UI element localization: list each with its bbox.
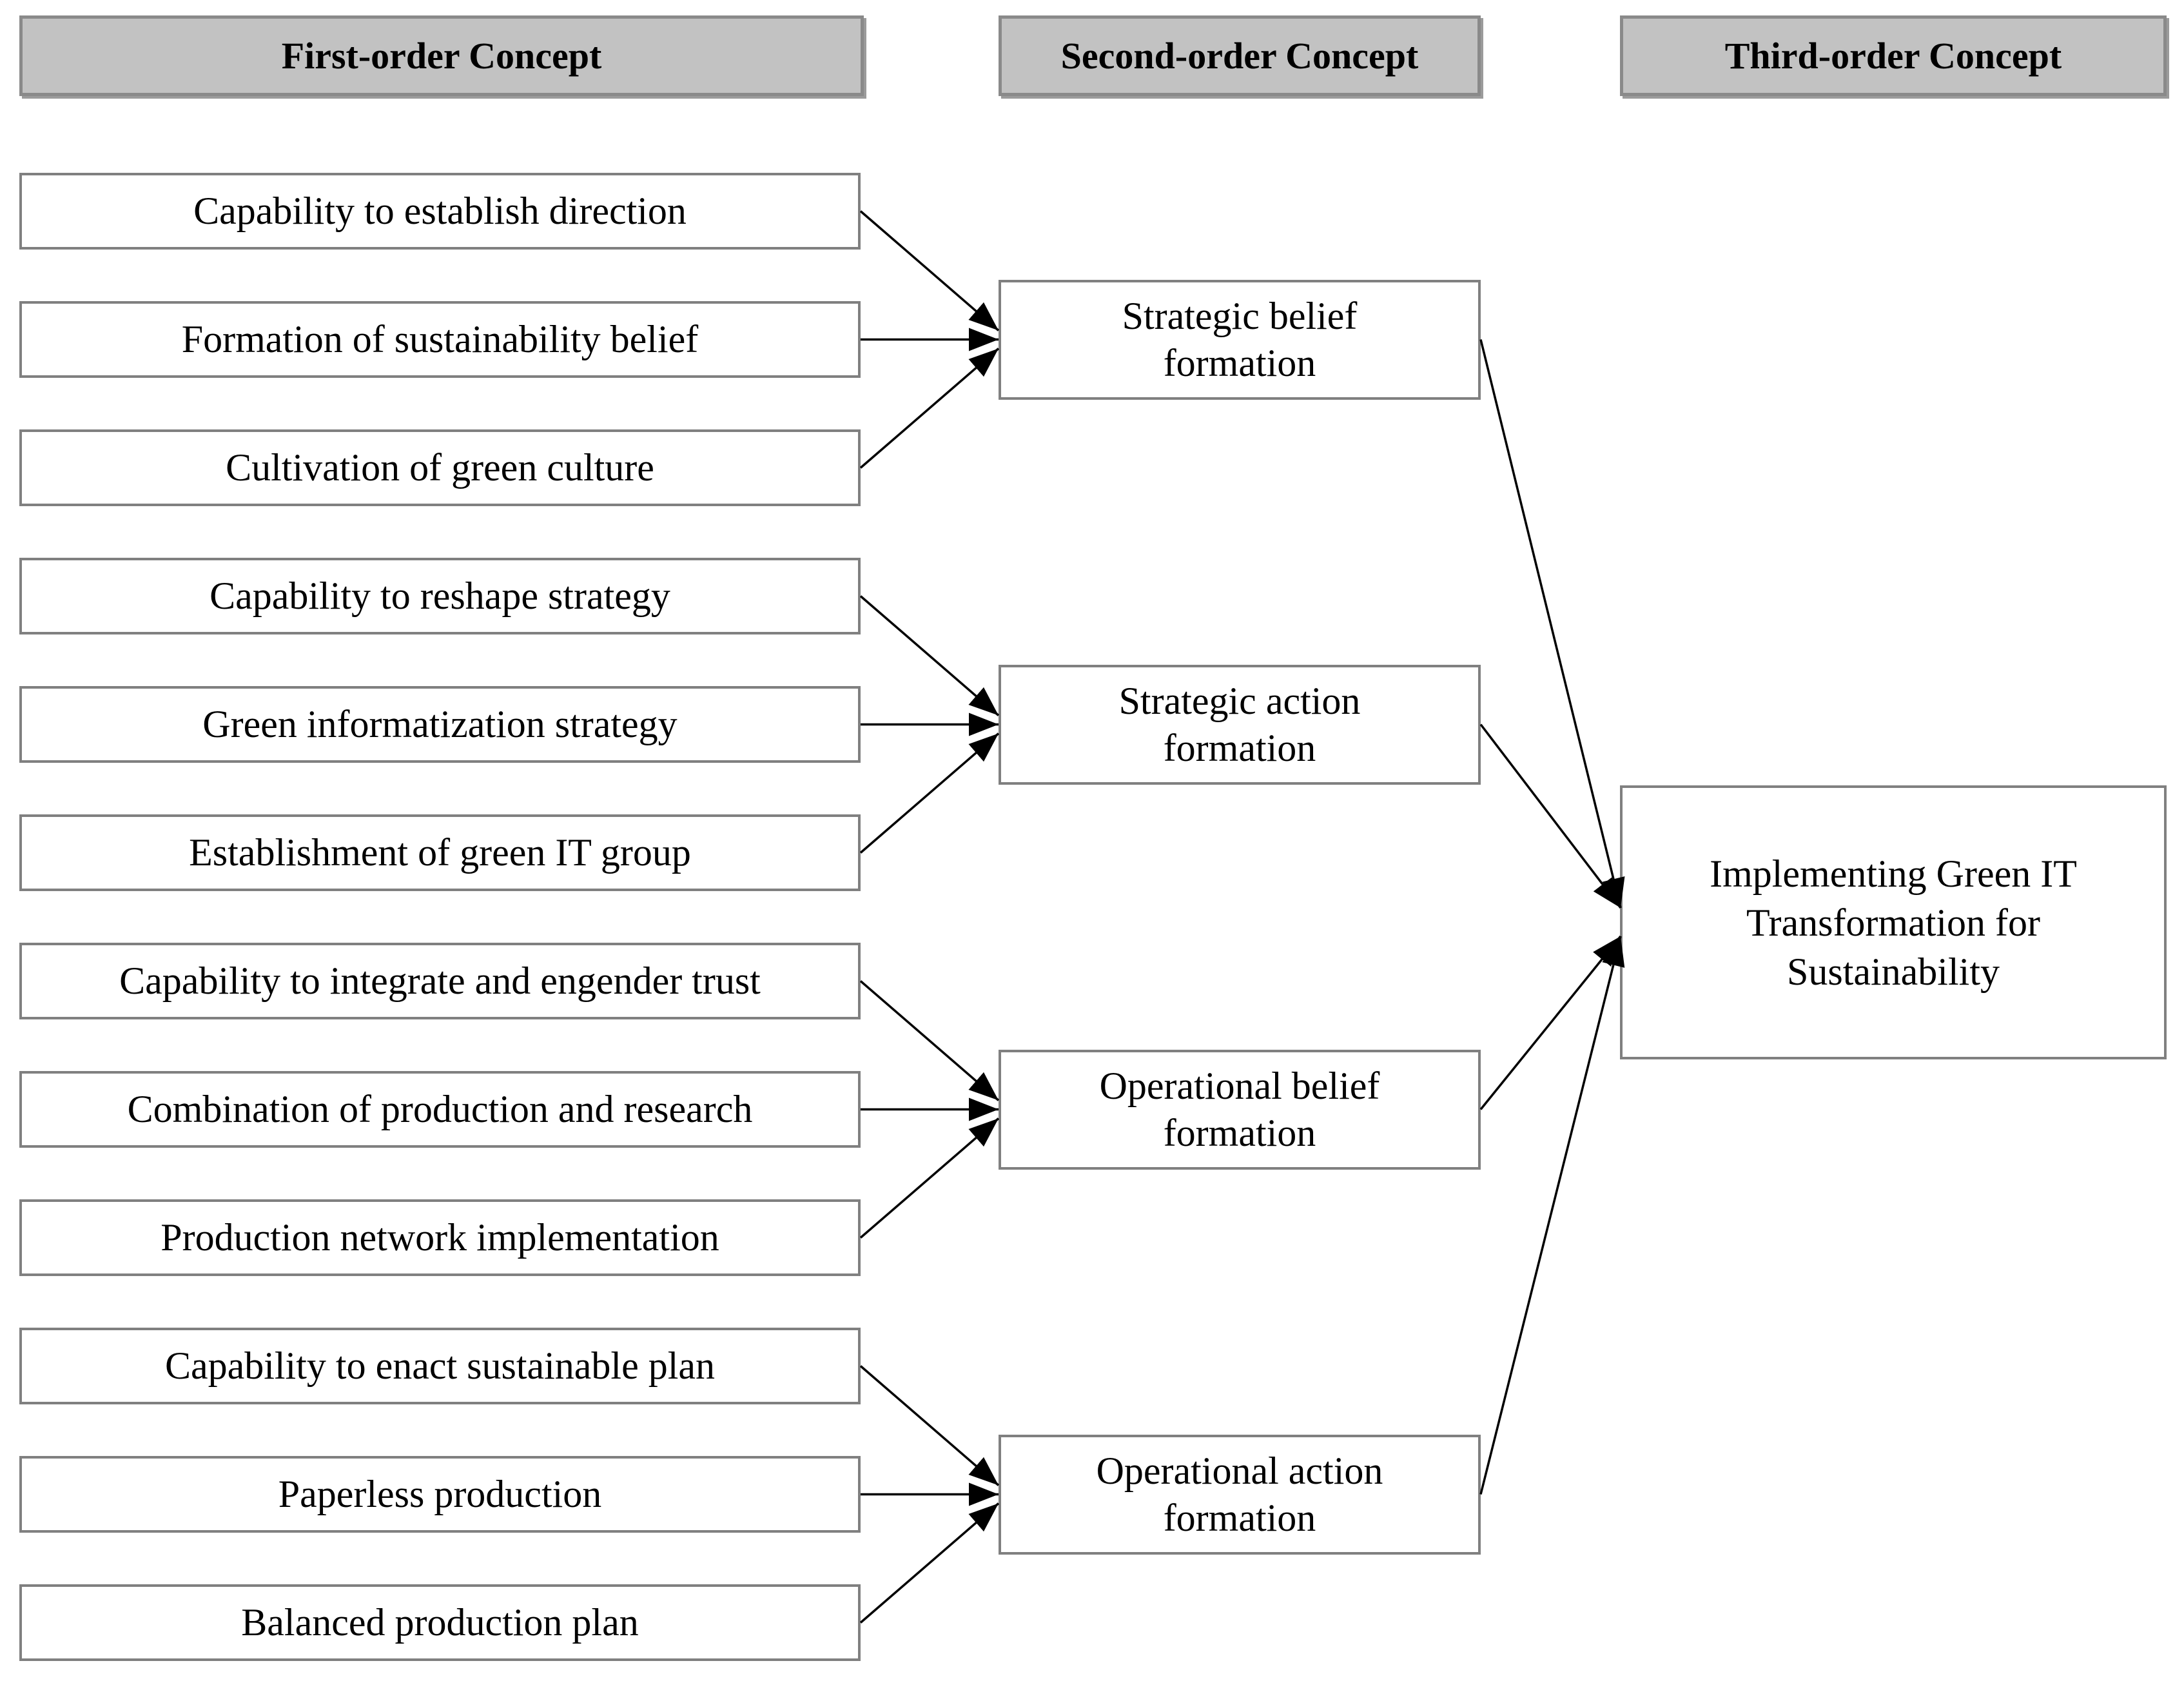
- arrow-f10-s4: [859, 1365, 1000, 1486]
- arrow-f12-s4: [859, 1502, 1000, 1624]
- arrow-f6-s2: [859, 732, 1000, 854]
- third-order-box: Implementing Green IT Transformation for…: [1620, 785, 2167, 1059]
- arrow-s1-t1: [1479, 339, 1625, 909]
- second-order-box-4-label: Operational action formation: [1096, 1450, 1383, 1539]
- first-order-box-12: Balanced production plan: [19, 1584, 861, 1661]
- first-order-box-4: Capability to reshape strategy: [19, 558, 861, 634]
- first-order-box-3: Cultivation of green culture: [19, 429, 861, 506]
- second-order-box-3: Operational belief formation: [999, 1050, 1481, 1170]
- first-order-box-10: Capability to enact sustainable plan: [19, 1328, 861, 1404]
- header-third-order-concept: Third-order Concept: [1620, 15, 2167, 96]
- arrow-s4-t1: [1479, 936, 1625, 1495]
- second-order-box-1-label: Strategic belief formation: [1122, 295, 1358, 384]
- first-order-box-8: Combination of production and research: [19, 1071, 861, 1148]
- first-order-box-9: Production network implementation: [19, 1199, 861, 1276]
- third-order-box-label: Implementing Green IT Transformation for…: [1710, 852, 2077, 993]
- arrow-f7-s3: [859, 980, 1000, 1101]
- arrow-f9-s3: [859, 1117, 1000, 1239]
- first-order-box-5: Green informatization strategy: [19, 686, 861, 763]
- header-first-order-concept: First-order Concept: [19, 15, 864, 96]
- second-order-box-1: Strategic belief formation: [999, 280, 1481, 400]
- second-order-box-2-label: Strategic action formation: [1118, 680, 1361, 769]
- second-order-box-3-label: Operational belief formation: [1099, 1065, 1380, 1154]
- first-order-box-7: Capability to integrate and engender tru…: [19, 943, 861, 1019]
- arrow-f4-s2: [859, 595, 1000, 716]
- first-order-box-6: Establishment of green IT group: [19, 814, 861, 891]
- second-order-box-2: Strategic action formation: [999, 665, 1481, 785]
- first-order-box-2: Formation of sustainability belief: [19, 301, 861, 378]
- arrow-s3-t1: [1479, 935, 1622, 1110]
- arrow-f3-s1: [859, 348, 1000, 469]
- first-order-box-11: Paperless production: [19, 1456, 861, 1533]
- arrow-s2-t1: [1479, 723, 1622, 909]
- first-order-box-1: Capability to establish direction: [19, 173, 861, 250]
- second-order-box-4: Operational action formation: [999, 1435, 1481, 1555]
- header-second-order-concept: Second-order Concept: [999, 15, 1481, 96]
- arrow-f1-s1: [859, 210, 1000, 331]
